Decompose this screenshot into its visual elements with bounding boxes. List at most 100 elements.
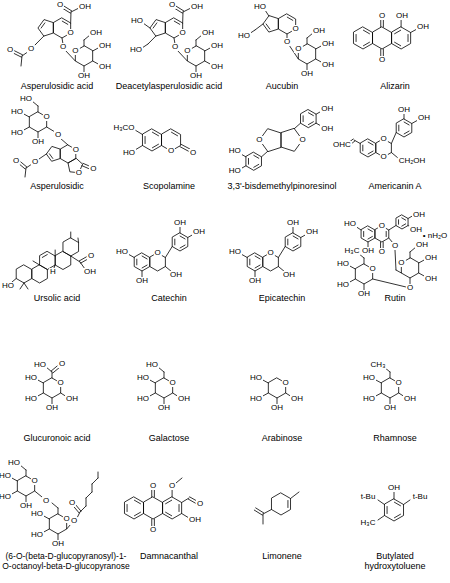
bond	[368, 236, 372, 239]
atom-label: OH	[424, 254, 438, 262]
atom-label: HO	[122, 149, 136, 157]
compound-name: Aucubin	[266, 81, 299, 91]
bond	[41, 23, 45, 28]
atom-label: HO	[237, 32, 251, 40]
bond	[266, 24, 270, 29]
atom-label: HO	[336, 260, 350, 268]
atom-label: OH	[403, 395, 417, 403]
bond	[42, 255, 47, 258]
compound-name: Arabinose	[262, 433, 303, 443]
compound-name: Americanin A	[368, 181, 421, 191]
bond	[143, 23, 150, 28]
atom-label: O	[6, 46, 14, 54]
atom-label: O	[379, 135, 387, 143]
bond	[71, 256, 80, 262]
bond	[278, 247, 285, 258]
bond	[254, 155, 259, 158]
compound-name: Alizarin	[380, 81, 410, 91]
bond	[404, 500, 410, 505]
bond	[368, 151, 373, 154]
compound-name: Limonene	[262, 551, 302, 561]
atom-label: O	[282, 379, 290, 387]
bond	[249, 259, 250, 265]
atom-label: HO	[30, 510, 44, 518]
atom-label: HO	[30, 531, 44, 539]
bond	[82, 166, 89, 169]
bond	[13, 53, 21, 57]
bond	[380, 49, 381, 56]
bond	[395, 250, 396, 270]
atom-label: O	[292, 25, 300, 33]
atom-label: HO	[228, 248, 242, 256]
bond	[394, 492, 395, 499]
bond	[255, 256, 260, 259]
atom-label: OH	[83, 268, 97, 276]
atom-label: OH	[89, 29, 103, 37]
atom-label: O	[379, 153, 387, 161]
bond	[51, 366, 57, 371]
atom-label: O	[378, 222, 386, 230]
bond	[38, 106, 39, 112]
ring	[150, 20, 165, 36]
atom-label: O	[149, 526, 157, 534]
atom-label: OH	[98, 42, 112, 50]
bond	[78, 238, 80, 243]
compound-name: Asperulosidic	[30, 181, 84, 191]
bond	[151, 490, 152, 497]
atom-label: O	[12, 157, 20, 165]
atom-label: CH₂OH	[398, 157, 427, 165]
bond	[378, 500, 384, 505]
bond	[152, 144, 158, 148]
atom-label: O	[31, 158, 39, 166]
atom-label: OH	[51, 540, 65, 548]
atom-label: OH	[361, 247, 375, 255]
atom-label: HO	[7, 459, 21, 467]
bond	[52, 503, 58, 508]
bond	[142, 265, 147, 268]
atom-label: O	[255, 136, 263, 144]
ring	[144, 497, 163, 519]
bond	[391, 133, 396, 144]
atom-label: HO	[130, 17, 144, 25]
atom-label: OH	[135, 277, 149, 285]
atom-label: OH	[45, 404, 59, 412]
atom-label: OH	[78, 3, 92, 11]
bond	[395, 42, 401, 46]
atom-label: OH	[320, 125, 334, 133]
atom-label: HO	[136, 395, 150, 403]
bond	[145, 136, 146, 143]
atom-label: O	[179, 29, 187, 37]
atom-label: t-Bu	[360, 493, 377, 501]
bond	[261, 151, 267, 157]
compound-name: Asperulosidic acid	[21, 81, 94, 91]
bond	[294, 123, 300, 129]
compound-name: Deacetylasperulosidic acid	[116, 81, 223, 91]
bond	[58, 508, 59, 514]
bond	[293, 236, 298, 239]
bond	[154, 519, 155, 526]
bond	[55, 250, 56, 256]
atom-label: HO	[19, 95, 33, 103]
bond	[98, 472, 99, 478]
bond	[174, 239, 175, 245]
bond	[180, 227, 181, 233]
ring	[246, 152, 262, 170]
atom-label: O	[171, 43, 179, 51]
bond	[398, 125, 399, 131]
atom-label: OH	[357, 290, 371, 298]
atom-label: H₃C	[360, 519, 377, 527]
bond	[92, 484, 93, 492]
bond	[154, 490, 155, 497]
atom-label: OH	[190, 3, 204, 11]
ring	[124, 497, 143, 519]
ring	[373, 27, 392, 49]
atom-label: HO	[24, 395, 38, 403]
atom-label: OH	[248, 277, 262, 285]
atom-label: OH	[286, 219, 300, 227]
atom-label: O	[369, 265, 377, 273]
atom-label: • nH₂O	[422, 232, 449, 240]
atom-label: OH	[397, 106, 411, 114]
atom-label: HO	[249, 395, 263, 403]
atom-label: O	[378, 248, 386, 256]
atom-label: O	[58, 360, 66, 368]
